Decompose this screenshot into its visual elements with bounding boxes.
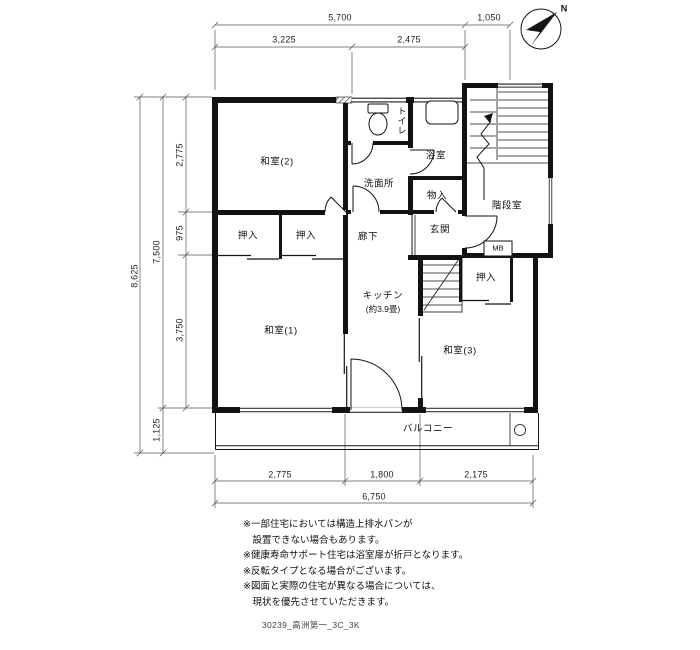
room-label-washitsu1: 和室(1) [264,325,298,337]
balcony-hatch-symbol [514,424,526,436]
room-label-washroom: 洗面所 [363,178,395,190]
dim-top-total: 5,700 [328,12,352,23]
hatched-wall-segment [335,96,353,104]
room-label-kitchen: キッチン [362,290,404,302]
room-label-toilet: トイレ [396,106,407,136]
dim-left-seg3: 3,750 [174,318,185,342]
balcony-railing [215,413,539,450]
bathtub-fixture [425,100,459,125]
closet-label-1: 押入 [237,230,259,242]
note-line: ※一部住宅においては構造上排水パンが [243,519,413,530]
kitchen-size-label: (約3.9畳) [365,303,401,314]
room-label-washitsu2: 和室(2) [260,156,294,168]
closet-label-2: 押入 [295,230,317,242]
stair-direction-arrow [476,113,493,200]
room-label-storage: 物入 [426,190,448,202]
compass [520,8,562,50]
dim-left-seg2: 975 [174,225,185,241]
window-symbols [240,83,553,413]
note-line: 設置できない場合もあります。 [243,534,385,546]
dim-top-seg1: 3,225 [272,34,296,45]
room-label-genkan: 玄関 [429,224,451,236]
north-label: N [560,3,568,14]
room-label-washitsu3: 和室(3) [443,345,477,357]
dim-top-seg2: 2,475 [397,34,421,45]
notes-block: ※一部住宅においては構造上排水パンが 設置できない場合もあります。 ※健康寿命サ… [243,517,468,610]
meter-box [483,240,513,257]
toilet-fixture [367,103,389,136]
note-line: ※図面と実際の住宅が異なる場合については、 [243,581,441,592]
dim-left-seg4: 1,125 [151,418,162,442]
drawing-code: 30239_高洲第一_3C_3K [262,620,360,630]
note-line: ※反転タイプとなる場合がございます。 [243,565,412,577]
dim-top-right: 1,050 [477,12,501,23]
north-arrow-icon [526,12,557,46]
note-line: 現状を優先させていただきます。 [243,596,395,608]
dim-left-main: 7,500 [151,240,162,264]
dimension-lines [134,21,537,508]
room-label-bath: 浴室 [425,150,447,162]
lower-stair-symbol [420,256,463,313]
dim-bottom-seg3: 2,175 [464,469,488,480]
dim-left-seg1: 2,775 [174,143,185,167]
note-line: ※健康寿命サポート住宅は浴室扉が折戸となります。 [243,550,469,561]
stair-treads [467,88,548,164]
dim-bottom-total: 6,750 [362,491,386,502]
sliding-door-symbols [217,254,511,407]
closet-label-3: 押入 [475,272,497,284]
dim-bottom-seg2: 1,800 [370,469,394,480]
door-symbols [324,141,498,413]
room-label-stairwell: 階段室 [491,200,523,212]
fixtures [367,88,548,313]
dim-left-total: 8,625 [129,264,140,288]
room-label-corridor: 廊下 [357,231,379,243]
room-label-balcony: バルコニー [402,423,454,435]
meter-box-label: MB [492,243,504,253]
dim-bottom-seg1: 2,775 [268,469,292,480]
